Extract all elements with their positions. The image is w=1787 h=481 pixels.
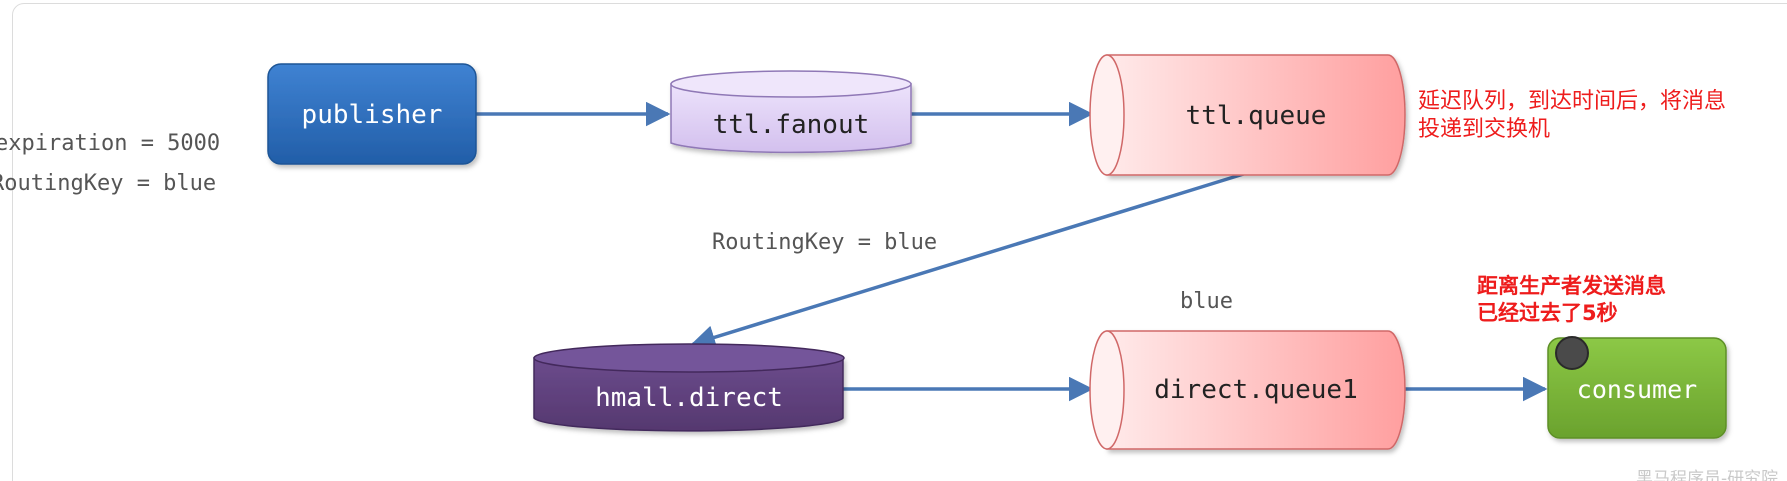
consumer-label: consumer <box>1577 375 1697 404</box>
ttl-queue: ttl.queue <box>1089 54 1406 176</box>
expiration-label: expiration = 5000 <box>0 131 221 156</box>
direct-queue1: direct.queue1 <box>1089 330 1406 450</box>
consumer-timing-note-line2: 已经过去了5秒 <box>1477 301 1618 325</box>
direct-queue1-label: direct.queue1 <box>1154 375 1358 405</box>
consumer-node: consumer <box>1547 336 1727 439</box>
publisher-label: publisher <box>302 100 443 130</box>
routing-key-publisher-label: RoutingKey = blue <box>0 171 217 196</box>
ttl-queue-label: ttl.queue <box>1186 101 1327 131</box>
ttl-fanout-exchange: ttl.fanout <box>670 70 912 154</box>
cursor-dot-icon <box>1555 336 1589 370</box>
diagram-frame <box>12 3 1787 481</box>
publisher-node: publisher <box>267 63 477 165</box>
delay-queue-note-line2: 投递到交换机 <box>1418 117 1551 142</box>
hmall-direct-label: hmall.direct <box>595 383 783 413</box>
ttl-fanout-label: ttl.fanout <box>713 110 870 140</box>
arrow-ttl-queue-to-direct <box>690 170 1251 350</box>
consumer-timing-note: 距离生产者发送消息 已经过去了5秒 <box>1477 273 1666 327</box>
binding-key-label: blue <box>1180 289 1233 314</box>
watermark: 黑马程序员-研究院 <box>1636 469 1779 481</box>
hmall-direct-exchange: hmall.direct <box>533 343 845 432</box>
routing-key-dlx-label: RoutingKey = blue <box>712 230 937 255</box>
delay-queue-note: 延迟队列，到达时间后，将消息 投递到交换机 <box>1418 88 1726 144</box>
delay-queue-note-line1: 延迟队列，到达时间后，将消息 <box>1418 89 1727 114</box>
consumer-timing-note-line1: 距离生产者发送消息 <box>1477 274 1666 298</box>
